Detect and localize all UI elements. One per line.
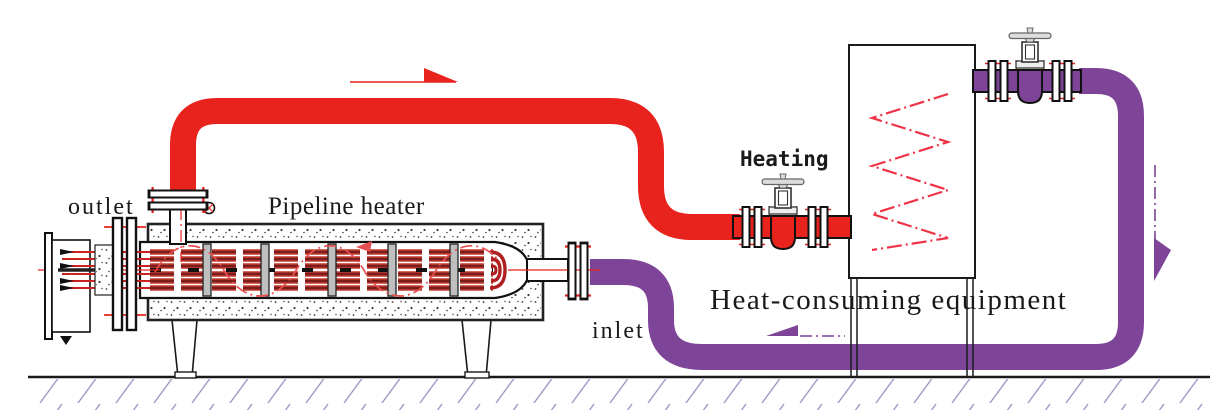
hot-flow-right-arrow-icon — [350, 68, 458, 83]
ground — [28, 375, 1210, 410]
heater-legs — [171, 319, 492, 379]
heating-coil-icon — [868, 92, 952, 252]
heating-element-tubes — [150, 249, 507, 291]
return-valve-assembly — [972, 27, 1082, 104]
heating-label: Heating — [740, 147, 829, 171]
ground-hatching — [30, 379, 1210, 410]
return-pipe — [590, 68, 1171, 370]
internal-flow-wave — [154, 241, 501, 297]
drain-icon — [60, 336, 72, 345]
inlet-flange-icon — [563, 241, 593, 301]
heat-consuming-equipment-label: Heat-consuming equipment — [710, 284, 1067, 316]
pipeline-heater — [38, 185, 600, 379]
pipeline-heater-label: Pipeline heater — [268, 193, 425, 220]
hot-supply-pipe — [170, 68, 740, 240]
inlet-label: inlet — [592, 318, 645, 344]
return-pipe-run — [590, 68, 1144, 370]
outlet-label: outlet — [68, 194, 135, 220]
main-flange — [104, 216, 146, 332]
inlet-nozzle — [508, 241, 600, 301]
heat-consuming-equipment — [848, 44, 976, 376]
heating-valve-assembly — [732, 173, 852, 250]
equipment-box — [848, 44, 976, 279]
baffle-plates — [202, 243, 459, 297]
heater-terminal-box — [38, 216, 160, 345]
wave-arrow-icon — [356, 241, 372, 252]
equipment-legs — [850, 278, 974, 376]
return-flow-left-arrow-icon — [766, 325, 845, 337]
outlet-flange-icon — [147, 185, 209, 215]
outlet-nozzle — [147, 185, 216, 262]
return-flow-down-arrow-icon — [1154, 165, 1171, 281]
hot-pipe-run — [170, 98, 740, 240]
